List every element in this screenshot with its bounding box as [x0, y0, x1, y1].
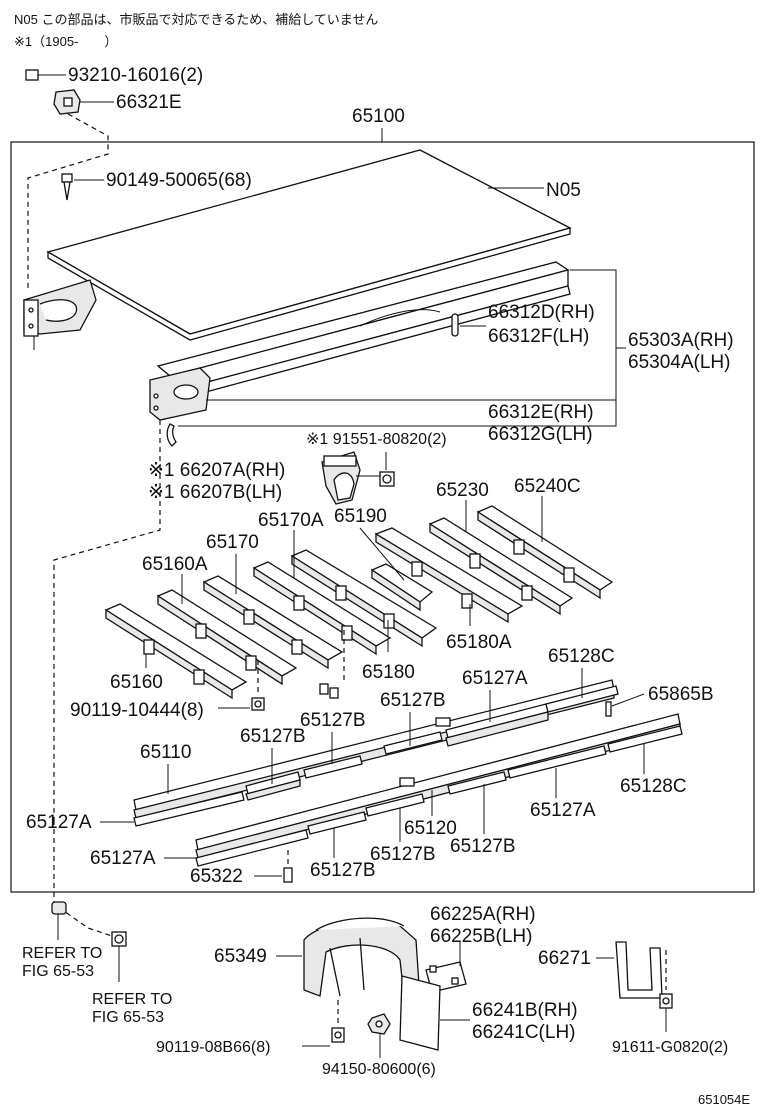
label-66241B: 66241B(RH): [472, 1000, 578, 1021]
label-65127A-left2: 65127A: [90, 848, 156, 869]
clip-set: [319, 630, 345, 699]
label-65127B-e: 65127B: [450, 836, 516, 857]
long-rail-65120: [195, 713, 683, 867]
bolt-93210: [25, 69, 66, 81]
note-line-1: N05 この部品は、市販品で対応できるため、補給していません: [14, 12, 378, 27]
label-65127A-left: 65127A: [26, 812, 92, 833]
label-65304A: 65304A(LH): [628, 352, 730, 373]
label-66207A: ※1 66207A(RH): [148, 460, 285, 481]
label-65110: 65110: [140, 742, 191, 763]
label-90119-08B66: 90119-08B66(8): [156, 1039, 270, 1056]
label-65240C: 65240C: [514, 476, 581, 497]
label-91611: 91611-G0820(2): [612, 1039, 728, 1056]
stay-66271: [596, 941, 667, 999]
bracket-66321E: [53, 89, 114, 115]
cross-member-65190: [359, 527, 434, 612]
label-65127B-b: 65127B: [300, 710, 366, 731]
bolt-90119-10444: [218, 660, 265, 711]
label-N05: N05: [546, 180, 581, 201]
label-66312G: 66312G(LH): [488, 424, 593, 445]
bolt-refer-2: [111, 931, 127, 982]
label-66312D: 66312D(RH): [488, 302, 595, 323]
label-refer-1-line2: FIG 65-53: [22, 963, 94, 980]
label-65865B: 65865B: [648, 684, 714, 705]
mount-line-top: [27, 113, 109, 290]
cross-member-65170A: [252, 530, 392, 656]
label-65180: 65180: [362, 662, 415, 683]
label-65160: 65160: [110, 672, 163, 693]
pin-65865B: [605, 693, 645, 717]
label-66241C: 66241C(LH): [472, 1022, 576, 1043]
bolt-90119-08B66: [302, 1000, 345, 1047]
bracket-66207A: [321, 451, 382, 505]
cross-member-65160A: [156, 574, 298, 686]
pin-66312D: [451, 313, 486, 337]
label-91551: ※1 91551-80820(2): [306, 431, 447, 448]
label-94150: 94150-80600(6): [322, 1061, 436, 1078]
nut-94150: [367, 1013, 391, 1058]
screw-90149: [61, 173, 104, 201]
label-90119-10444: 90119-10444(8): [70, 700, 204, 721]
mount-line-left: [53, 420, 161, 820]
label-65100: 65100: [352, 106, 405, 127]
label-65322: 65322: [190, 866, 243, 887]
label-65127A-mid: 65127A: [530, 800, 596, 821]
cross-member-65160: [104, 603, 248, 700]
label-93210: 93210-16016(2): [68, 65, 203, 86]
pin-66312E: [166, 423, 177, 447]
note-line-2: ※1（1905- ）: [14, 34, 117, 49]
label-refer-1-line1: REFER TO: [22, 945, 102, 962]
screw-65322: [254, 850, 293, 883]
label-66312E: 66312E(RH): [488, 402, 594, 423]
label-65170: 65170: [206, 532, 259, 553]
label-65349: 65349: [214, 946, 267, 967]
label-65303A: 65303A(RH): [628, 330, 734, 351]
bolt-91611: [659, 993, 673, 1032]
mount-line-bottom: [53, 820, 113, 937]
label-refer-2-line2: FIG 65-53: [92, 1009, 164, 1026]
label-65128C-right: 65128C: [620, 776, 687, 797]
label-90149: 90149-50065(68): [106, 170, 252, 191]
side-hinge-bracket: [23, 279, 97, 350]
mud-flap-66241: [399, 975, 470, 1051]
label-66271: 66271: [538, 948, 591, 969]
cross-member-65240C: [476, 496, 614, 600]
label-65127B-f: 65127B: [310, 860, 376, 881]
cross-member-65170: [202, 554, 344, 670]
label-65190: 65190: [334, 506, 387, 527]
strips-upper: [245, 685, 619, 801]
label-65230: 65230: [436, 480, 489, 501]
label-66312F: 66312F(LH): [488, 326, 589, 347]
cross-member-65230: [428, 500, 574, 616]
bushing-refer-1: [51, 901, 67, 940]
side-rail-65303A: [149, 261, 571, 421]
label-65170A: 65170A: [258, 510, 324, 531]
label-66321E: 66321E: [116, 92, 182, 113]
label-65127B-c: 65127B: [240, 726, 306, 747]
bolt-91551: [379, 452, 395, 487]
cross-member-65180A: [374, 527, 524, 626]
label-65180A: 65180A: [446, 632, 512, 653]
label-65127B-d: 65127B: [370, 844, 436, 865]
label-66225B: 66225B(LH): [430, 926, 532, 947]
label-65120: 65120: [404, 818, 457, 839]
cross-member-65180: [290, 549, 438, 652]
label-65127B-a: 65127B: [380, 690, 446, 711]
label-66207B: ※1 66207B(LH): [148, 482, 282, 503]
label-65127A-top: 65127A: [462, 668, 528, 689]
wheel-housing-65349: [276, 917, 421, 1001]
label-65128C-top: 65128C: [548, 646, 615, 667]
floor-panel-N05: [46, 149, 572, 341]
label-66225A: 66225A(RH): [430, 904, 536, 925]
figure-code: 651054E: [698, 1092, 750, 1107]
label-refer-2-line1: REFER TO: [92, 991, 172, 1008]
label-65160A: 65160A: [142, 554, 208, 575]
